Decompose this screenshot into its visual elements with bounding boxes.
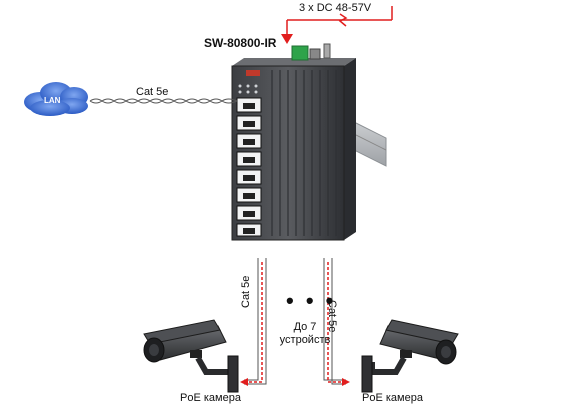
terminal-block <box>291 45 309 61</box>
right-cable <box>323 258 350 386</box>
lan-label: LAN <box>44 96 61 105</box>
lan-cable <box>89 98 238 104</box>
arrow-icon <box>240 378 248 386</box>
power-label: 3 x DC 48-57V <box>299 2 372 14</box>
left-cable <box>240 258 267 386</box>
device-count-note: До 7 устройств <box>280 321 331 347</box>
left-cable-label: Cat 5e <box>240 275 252 308</box>
device-count-line1: До 7 <box>293 321 317 333</box>
camera-left-label: PoE камера <box>180 392 241 404</box>
camera-icon <box>143 319 239 393</box>
arrow-icon <box>281 34 293 44</box>
cloud-icon <box>24 82 88 116</box>
power-feed <box>281 6 393 44</box>
device-count-line2: устройств <box>279 334 331 346</box>
arrow-icon <box>342 378 350 386</box>
switch-icon <box>231 43 356 241</box>
device-model: SW-80800-IR <box>204 36 277 50</box>
ellipsis: • • • <box>286 288 337 313</box>
camera-icon <box>361 319 459 393</box>
lightning-icon <box>338 13 348 27</box>
lan-cable-label: Cat 5e <box>136 86 169 98</box>
camera-right-label: PoE камера <box>362 392 423 404</box>
